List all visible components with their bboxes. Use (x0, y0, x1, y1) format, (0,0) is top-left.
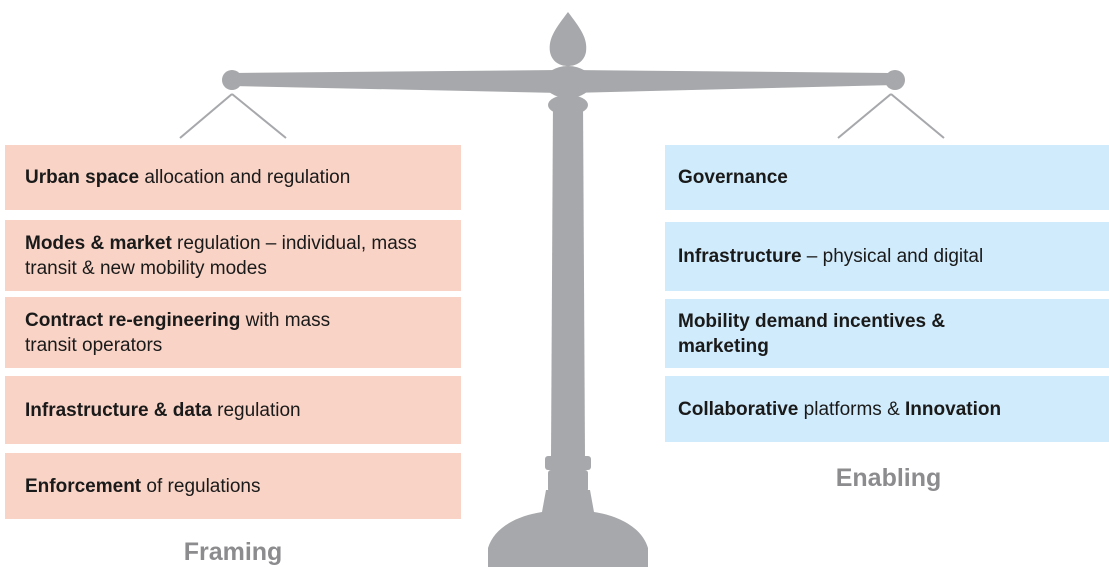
scale-finial (549, 12, 587, 66)
right-string (837, 93, 892, 139)
enabling-item-collaborative: Collaborative platforms & Innovation (665, 376, 1109, 442)
scale-pillar (551, 100, 585, 458)
framing-item-urban-space: Urban space allocation and regulation (5, 145, 461, 210)
right-beam-end (885, 70, 905, 90)
left-beam-end (222, 70, 242, 90)
framing-caption: Framing (183, 538, 283, 566)
framing-item-enforcement: Enforcement of regulations (5, 453, 461, 519)
framing-item-contract: Contract re-engineering with mass transi… (5, 297, 461, 368)
enabling-caption: Enabling (835, 464, 942, 492)
framing-item-modes-market: Modes & market regulation – individual, … (5, 220, 461, 291)
scale-base (488, 490, 648, 567)
enabling-item-governance: Governance (665, 145, 1109, 210)
enabling-item-infrastructure: Infrastructure – physical and digital (665, 222, 1109, 291)
framing-item-infrastructure-data: Infrastructure & data regulation (5, 376, 461, 444)
scale-hub (544, 66, 592, 98)
enabling-item-mobility-demand: Mobility demand incentives & marketing (665, 299, 1109, 368)
left-string (179, 93, 233, 139)
